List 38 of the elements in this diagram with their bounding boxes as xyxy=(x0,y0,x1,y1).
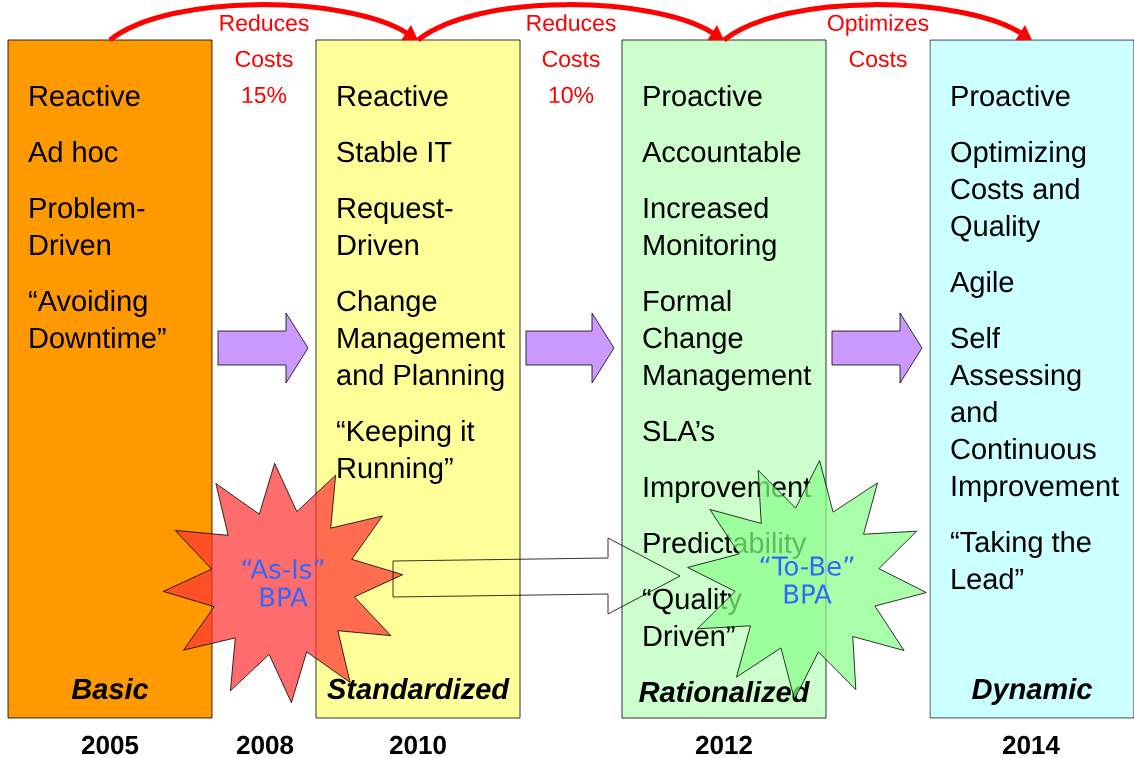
trait-text: “Keeping it Running” xyxy=(337,419,475,484)
trait-text: “Taking the Lead” xyxy=(951,530,1091,590)
trait-text: Reactive xyxy=(30,84,140,107)
block-arrow xyxy=(392,537,681,615)
edge-label: Optimizes Costs xyxy=(827,14,929,68)
trait-text: Proactive xyxy=(952,84,1070,107)
stage-name: Basic xyxy=(71,677,149,700)
trait-text: Proactive xyxy=(644,84,762,107)
stage-column xyxy=(7,39,213,719)
year-label: 2008 xyxy=(237,735,294,755)
trait-text: Agile xyxy=(950,270,1014,298)
block-arrow xyxy=(217,312,309,384)
year-label: 2005 xyxy=(82,735,139,755)
block-arrow xyxy=(831,312,923,384)
year-label: 2010 xyxy=(390,735,446,755)
edge-label: Reduces Costs 15% xyxy=(220,14,309,104)
trait-text: Reactive xyxy=(338,84,448,107)
block-arrow xyxy=(525,312,615,384)
trait-text: “Avoiding Downtime” xyxy=(29,289,166,349)
trait-text: Accountable xyxy=(642,140,801,163)
stage-name: Dynamic xyxy=(972,677,1092,705)
trait-text: Change Management and Planning xyxy=(337,289,506,391)
trait-text: Formal Change Management xyxy=(643,289,812,391)
trait-text: Stable IT xyxy=(337,140,452,163)
trait-text: Improvement xyxy=(644,476,811,503)
trait-text: Increased Monitoring xyxy=(644,196,776,261)
trait-text: SLA’s xyxy=(643,420,715,442)
stage-name: Standardized xyxy=(327,677,510,700)
trait-text: Optimizing Costs and Quality xyxy=(951,140,1086,242)
trait-text: Request-Driven xyxy=(338,197,453,256)
stage-column xyxy=(929,39,1134,719)
trait-text: Self Assessing and Continuous Improvement xyxy=(950,326,1119,502)
year-label: 2012 xyxy=(696,735,752,755)
trait-text: Problem-Driven xyxy=(30,196,145,256)
edge-label: Reduces Costs 10% xyxy=(527,14,616,104)
trait-text: “Quality Driven” xyxy=(643,587,742,647)
starburst-label: “As-Is” BPA xyxy=(242,559,324,607)
trait-text: Ad hoc xyxy=(28,140,118,163)
